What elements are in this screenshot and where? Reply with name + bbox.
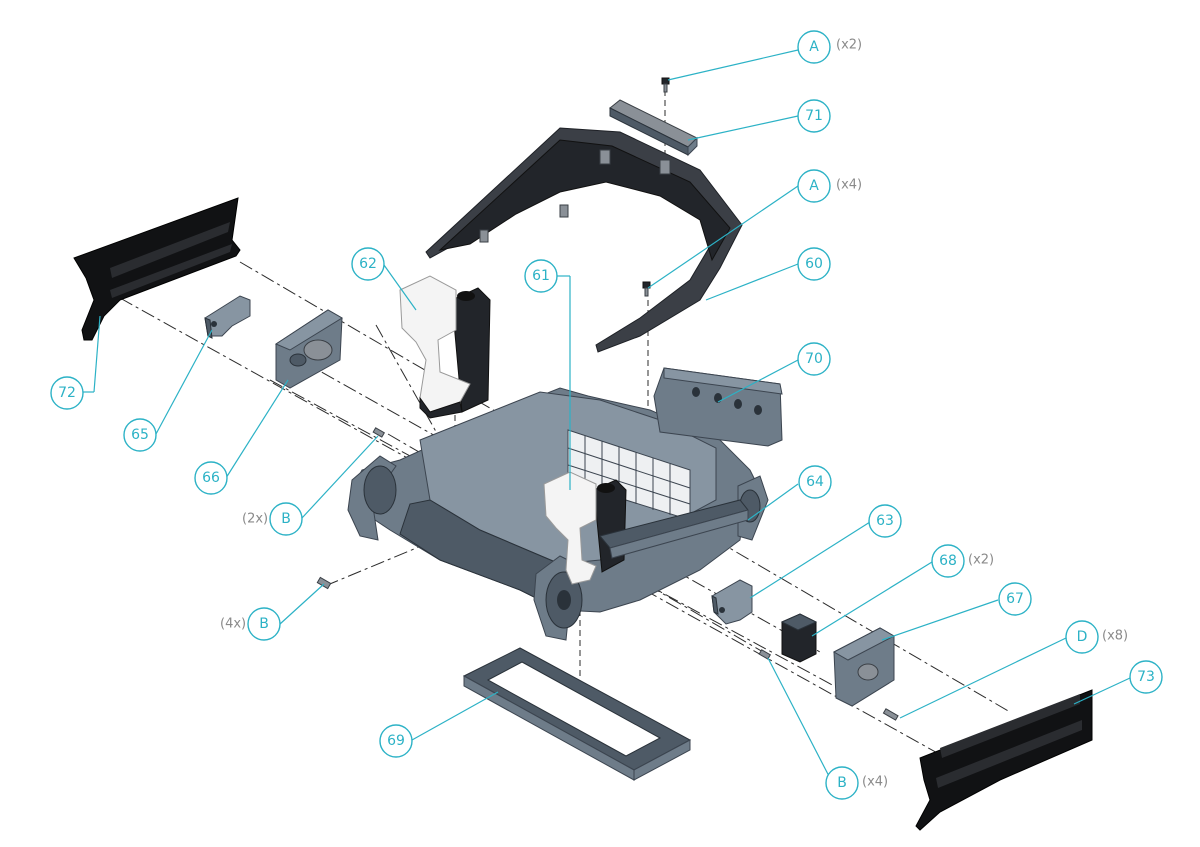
callout-73: 73 <box>1129 660 1163 694</box>
callout-64: 64 <box>798 465 832 499</box>
callout-a-cover: A (x4) <box>797 169 862 203</box>
callout-68: 68 (x2) <box>931 544 994 578</box>
svg-text:(x2): (x2) <box>968 553 994 568</box>
callout-62: 62 <box>351 247 385 281</box>
part-69-bottom-frame <box>462 647 692 781</box>
callout-a-top: A (x2) <box>797 30 862 64</box>
part-73-right-brush <box>915 689 1093 831</box>
svg-text:65: 65 <box>131 427 149 443</box>
callout-71: 71 <box>797 99 831 133</box>
callout-b-left-lower: B (4x) <box>220 607 281 641</box>
svg-text:A: A <box>809 39 819 55</box>
svg-text:72: 72 <box>58 385 76 401</box>
svg-text:(x8): (x8) <box>1102 629 1128 644</box>
callout-badges: A (x2) 71 A (x4) 62 61 60 70 <box>50 30 1163 800</box>
callout-b-right: B (x4) <box>825 766 888 800</box>
callout-d: D (x8) <box>1065 620 1128 654</box>
svg-text:71: 71 <box>805 108 823 124</box>
svg-text:D: D <box>1077 629 1088 645</box>
callout-67: 67 <box>998 582 1032 616</box>
part-67-right-motor <box>832 627 896 707</box>
svg-text:68: 68 <box>939 553 957 569</box>
callout-66: 66 <box>194 461 228 495</box>
part-71-top-bar <box>609 99 698 157</box>
svg-text:(x2): (x2) <box>836 38 862 53</box>
svg-text:66: 66 <box>202 470 220 486</box>
part-63-right-bracket <box>711 579 753 625</box>
svg-text:(x4): (x4) <box>862 775 888 790</box>
svg-text:60: 60 <box>805 256 823 272</box>
screw-b-right <box>758 649 772 660</box>
svg-text:61: 61 <box>532 268 550 284</box>
callout-70: 70 <box>797 342 831 376</box>
screw-b-left-lower <box>316 576 332 590</box>
callout-72: 72 <box>50 376 84 410</box>
part-66-left-motor <box>274 309 343 389</box>
callout-b-left-upper: B (2x) <box>242 502 303 536</box>
part-72-left-brush <box>73 197 241 341</box>
svg-text:B: B <box>259 616 269 632</box>
callout-69: 69 <box>379 724 413 758</box>
svg-text:(x4): (x4) <box>836 178 862 193</box>
svg-text:(4x): (4x) <box>220 617 246 632</box>
screw-b-left-upper <box>372 427 386 438</box>
screw-a-cover <box>642 281 651 297</box>
svg-text:67: 67 <box>1006 591 1024 607</box>
callout-60: 60 <box>797 247 831 281</box>
svg-text:B: B <box>837 775 847 791</box>
svg-text:A: A <box>809 178 819 194</box>
svg-text:(2x): (2x) <box>242 512 268 527</box>
svg-text:62: 62 <box>359 256 377 272</box>
part-68-small-block <box>780 613 818 663</box>
svg-text:64: 64 <box>806 474 824 490</box>
part-70-front-panel <box>653 367 783 447</box>
callout-63: 63 <box>868 504 902 538</box>
svg-text:B: B <box>281 511 291 527</box>
svg-text:73: 73 <box>1137 669 1155 685</box>
part-62-left-filter <box>399 275 491 419</box>
svg-text:69: 69 <box>387 733 405 749</box>
callout-61: 61 <box>524 259 558 293</box>
leader-lines <box>83 49 1131 783</box>
svg-text:63: 63 <box>876 513 894 529</box>
svg-text:70: 70 <box>805 351 823 367</box>
screw-d <box>882 708 899 721</box>
part-60-top-cover <box>425 127 743 353</box>
screw-a-top <box>661 77 670 93</box>
callout-65: 65 <box>123 418 157 452</box>
